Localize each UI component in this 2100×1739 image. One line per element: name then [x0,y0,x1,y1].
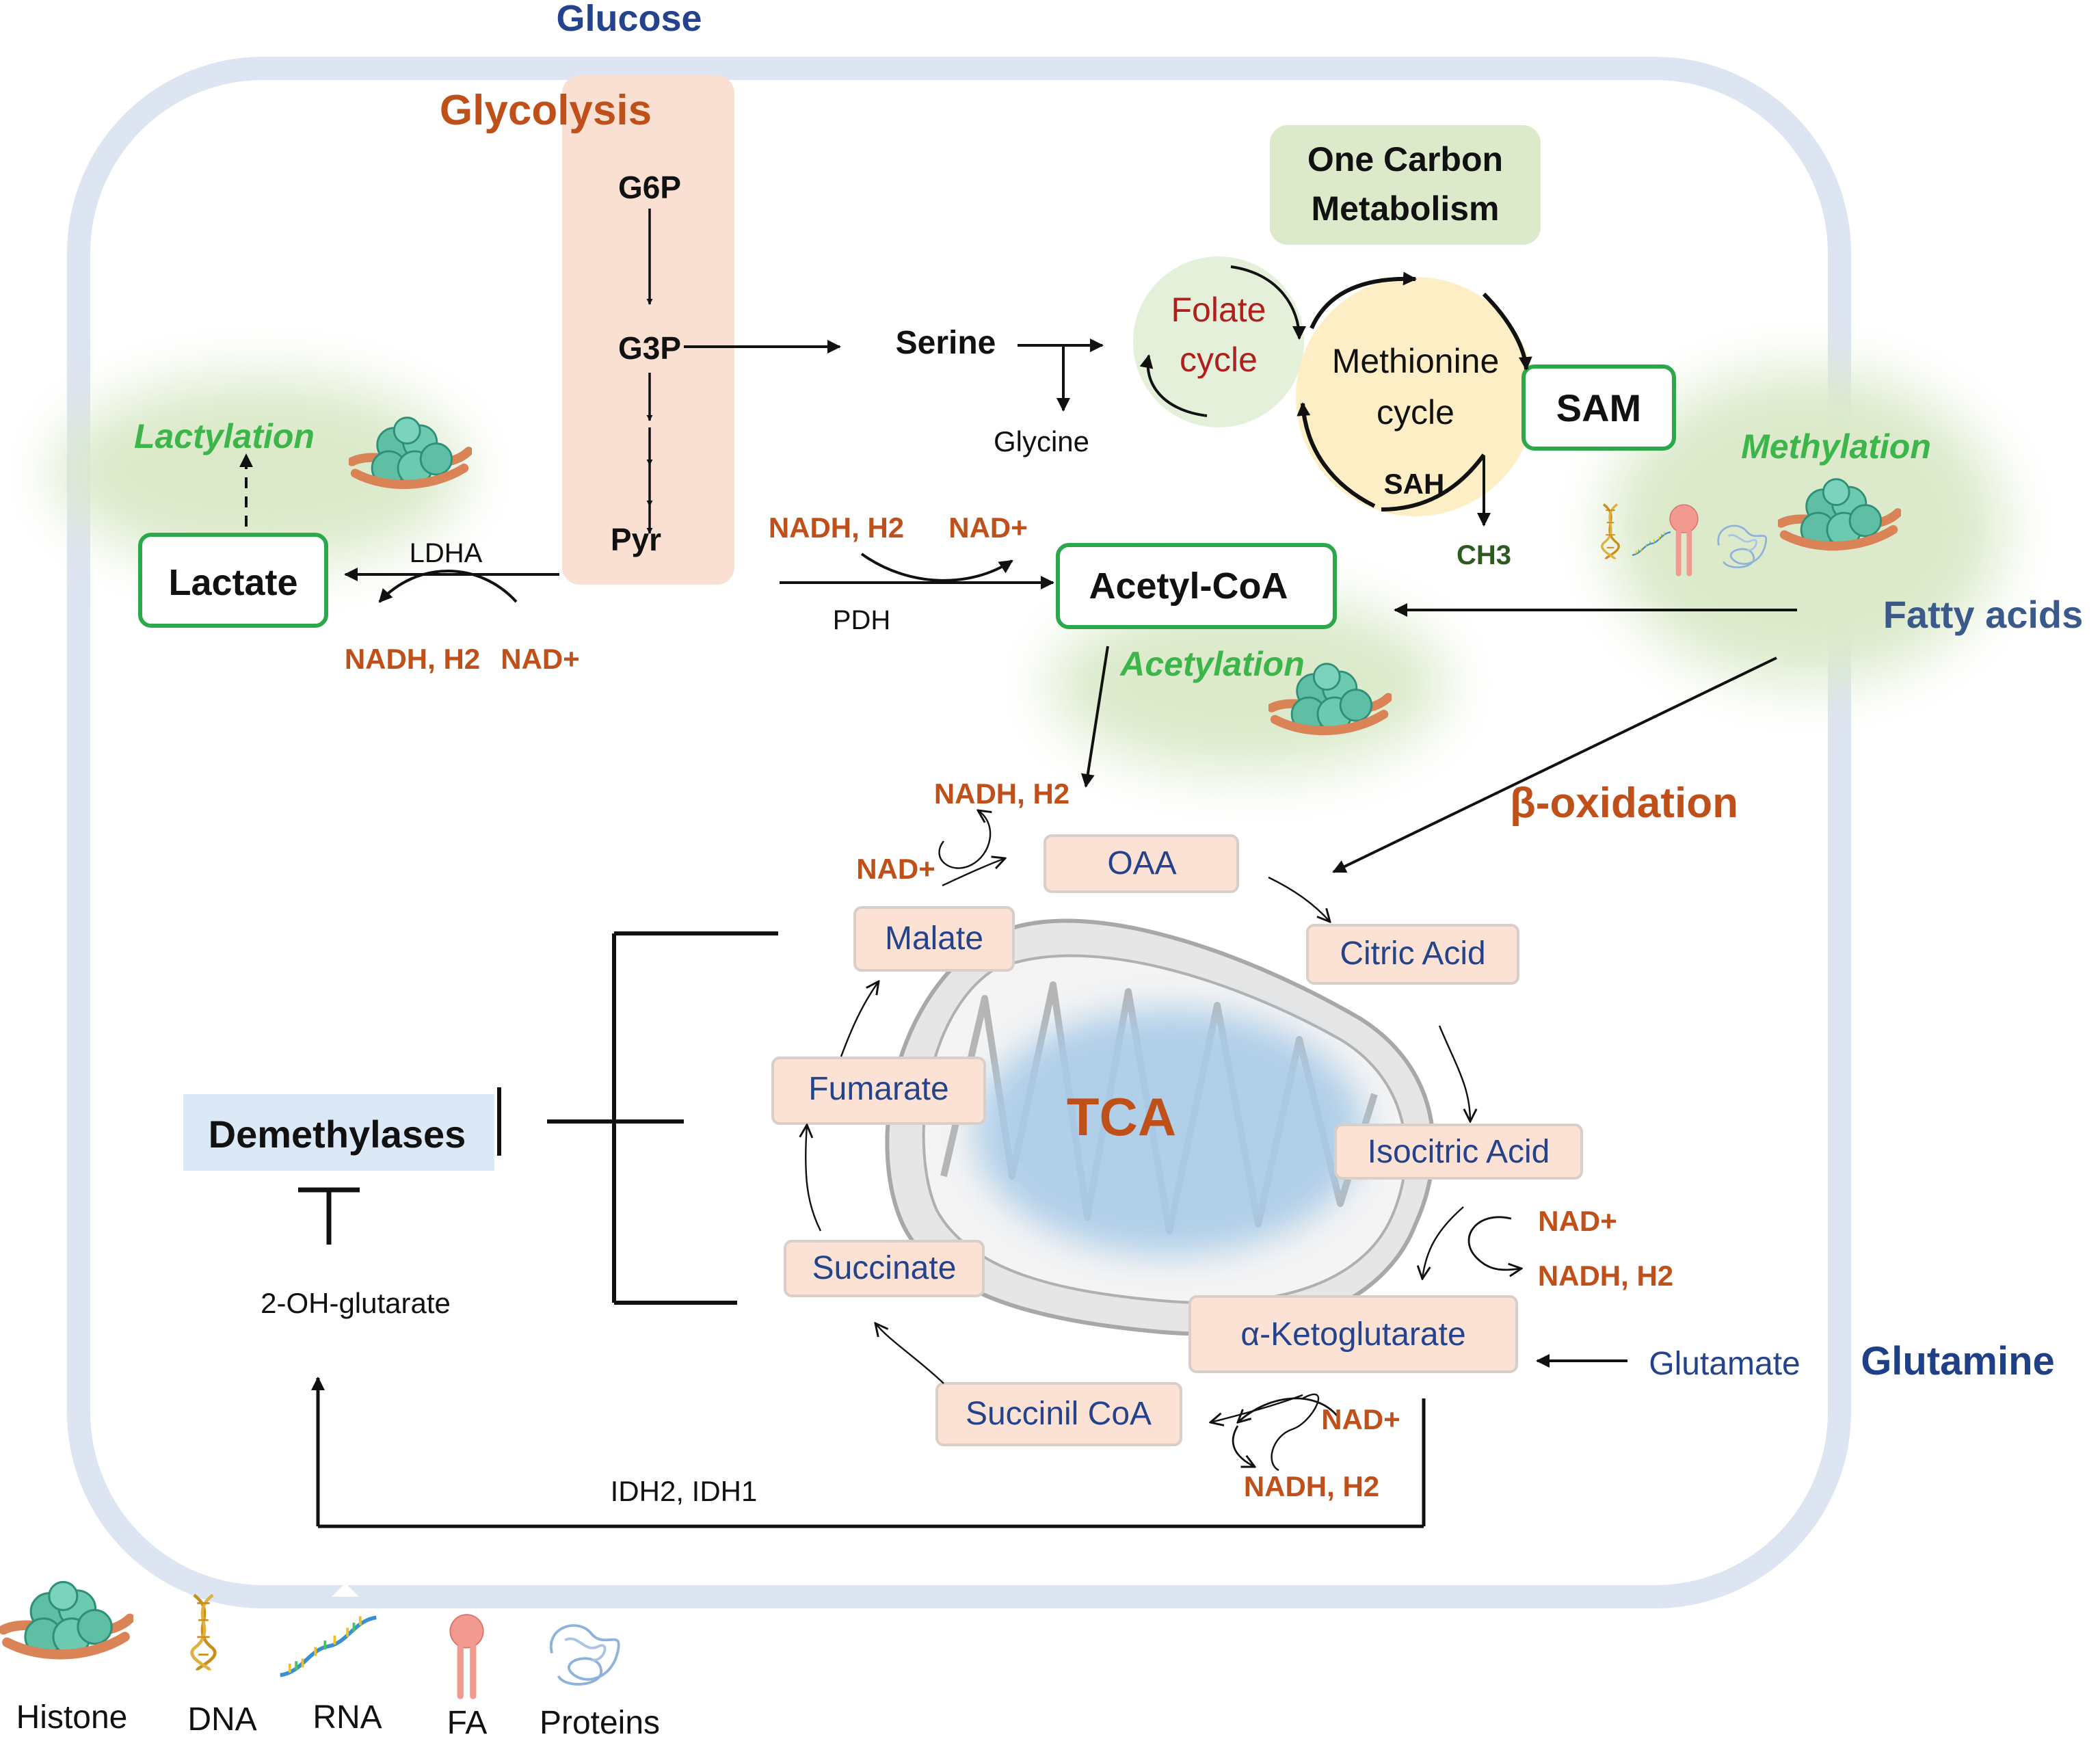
succinil-coa-label: Succinil CoA [966,1396,1152,1432]
glutamate-label: Glutamate [1649,1346,1800,1382]
lactate-label: Lactate [168,562,297,603]
one-carbon-title-box [1270,125,1541,245]
succinate-label: Succinate [812,1250,957,1286]
pyr-label: Pyr [611,522,661,557]
citric-acid-box [1306,924,1519,985]
tca-nadh-label-top: NADH, H2 [934,778,1069,810]
tca-nad-label-akg: NAD+ [1321,1403,1400,1435]
alpha-ketoglutarate-box [1188,1295,1518,1373]
demethylases-label: Demethylases [209,1113,466,1156]
demethylases-bg [183,1094,494,1171]
oaa-label: OAA [1107,845,1176,881]
folate-cycle-arrow-right [1230,265,1306,340]
glycine-label: Glycine [994,425,1089,457]
legend-label-fa: FA [447,1705,488,1739]
succinil-coa-box [935,1382,1182,1446]
cell-membrane [67,57,1851,1608]
idh-label: IDH2, IDH1 [611,1475,758,1507]
tca-nadh-label-akg: NADH, H2 [1244,1470,1379,1502]
tca-nad-label-top: NAD+ [856,853,935,885]
sam-label: SAM [1556,386,1641,429]
methionine-cycle-arrow-bottom [1297,402,1376,508]
one-carbon-title-line1: One Carbon [1307,140,1503,178]
acetyl-coa-box [1056,543,1337,629]
g3p-label: G3P [618,330,681,366]
folate-cycle-bg [1133,256,1304,427]
acetyl-nad-label: NAD+ [948,512,1028,544]
sam-box [1521,364,1676,451]
isocitrate-cofactor-curl [1467,1216,1521,1270]
lactate-box [138,533,328,628]
methionine-cycle-arc-bottom-right [1381,453,1486,512]
akg-cofactor-curl [1271,1393,1320,1472]
methionine-cycle-bg [1296,277,1535,516]
methylation-label: Methylation [1741,427,1931,466]
acetyl-nadh-label: NADH, H2 [769,512,904,544]
lactate-nad-label: NAD+ [501,643,580,675]
fumarate-box [771,1057,986,1125]
folate-cycle-arrow-left [1139,354,1208,417]
glucose-label: Glucose [556,0,702,39]
akg-cofactor-curl-2 [1238,1397,1338,1422]
beta-oxidation-label: β-oxidation [1510,780,1738,827]
fatty-acids-label: Fatty acids [1883,593,2084,636]
folate-cycle-label-line2: cycle [1180,341,1258,379]
glycolysis-title: Glycolysis [440,87,652,134]
lactylation-halo [55,376,465,568]
glycolysis-band [562,75,734,585]
succinyl-cofactor-curl [1232,1425,1255,1467]
legend-label-histone: Histone [16,1699,128,1736]
serine-label: Serine [896,325,996,361]
legend-dna-icon [192,1595,215,1671]
lactylation-label: Lactylation [134,417,315,455]
cell-membrane-notch [332,1583,359,1597]
isocitric-acid-box [1334,1124,1583,1180]
pdh-cofactor-curve [860,553,1013,582]
inhibition-bracket [497,931,778,1305]
beta-oxidation-arrow [1332,656,1777,873]
legend-histone-icon [3,1582,130,1655]
one-carbon-title-line2: Metabolism [1311,189,1499,228]
malate-label: Malate [885,920,983,957]
tca-title: TCA [1067,1087,1176,1147]
acetylation-label: Acetylation [1119,645,1305,683]
ldha-label: LDHA [410,538,483,568]
g6p-label: G6P [618,170,681,205]
malate-oaa-cofactor-curl [938,810,991,869]
oaa-box [1044,834,1239,893]
mitochondrion [885,918,1435,1336]
legend-label-rna: RNA [313,1699,382,1736]
methionine-cycle-arrow-top [1310,271,1417,330]
alpha-ketoglutarate-label: α-Ketoglutarate [1240,1316,1465,1353]
legend-label-proteins: Proteins [540,1705,660,1739]
ldha-cofactor-curve [378,570,518,603]
legend-rna-icon [280,1616,377,1675]
idh-pathway [311,1377,1426,1528]
oh-glutarate-inhibition [298,1187,360,1245]
citric-acid-label: Citric Acid [1340,935,1485,972]
oh-glutarate-label: 2-OH-glutarate [261,1287,451,1319]
acetyl-coa-label: Acetyl-CoA [1089,566,1288,607]
ch3-label: CH3 [1457,540,1511,570]
legend-label-dna: DNA [187,1701,256,1738]
acetyl-coa-to-tca-arrow [1080,646,1109,788]
tca-nad-label-isocitrate: NAD+ [1538,1205,1617,1237]
fumarate-label: Fumarate [808,1071,948,1107]
methionine-cycle-arrow-right [1482,292,1532,371]
legend-protein-icon [549,1624,620,1686]
glutamine-label: Glutamine [1861,1339,2055,1383]
folate-cycle-label-line1: Folate [1171,291,1266,329]
sah-label: SAH [1384,468,1445,500]
isocitric-acid-label: Isocitric Acid [1368,1134,1550,1170]
pdh-label: PDH [833,605,890,635]
succinate-box [784,1240,985,1297]
lactate-nadh-label: NADH, H2 [345,643,480,675]
tca-nadh-label-isocitrate: NADH, H2 [1538,1260,1673,1292]
methionine-cycle-label-line1: Methionine [1332,342,1500,380]
methionine-cycle-label-line2: cycle [1377,393,1454,432]
malate-box [853,906,1015,972]
legend-fatty-acid-icon [450,1615,483,1696]
